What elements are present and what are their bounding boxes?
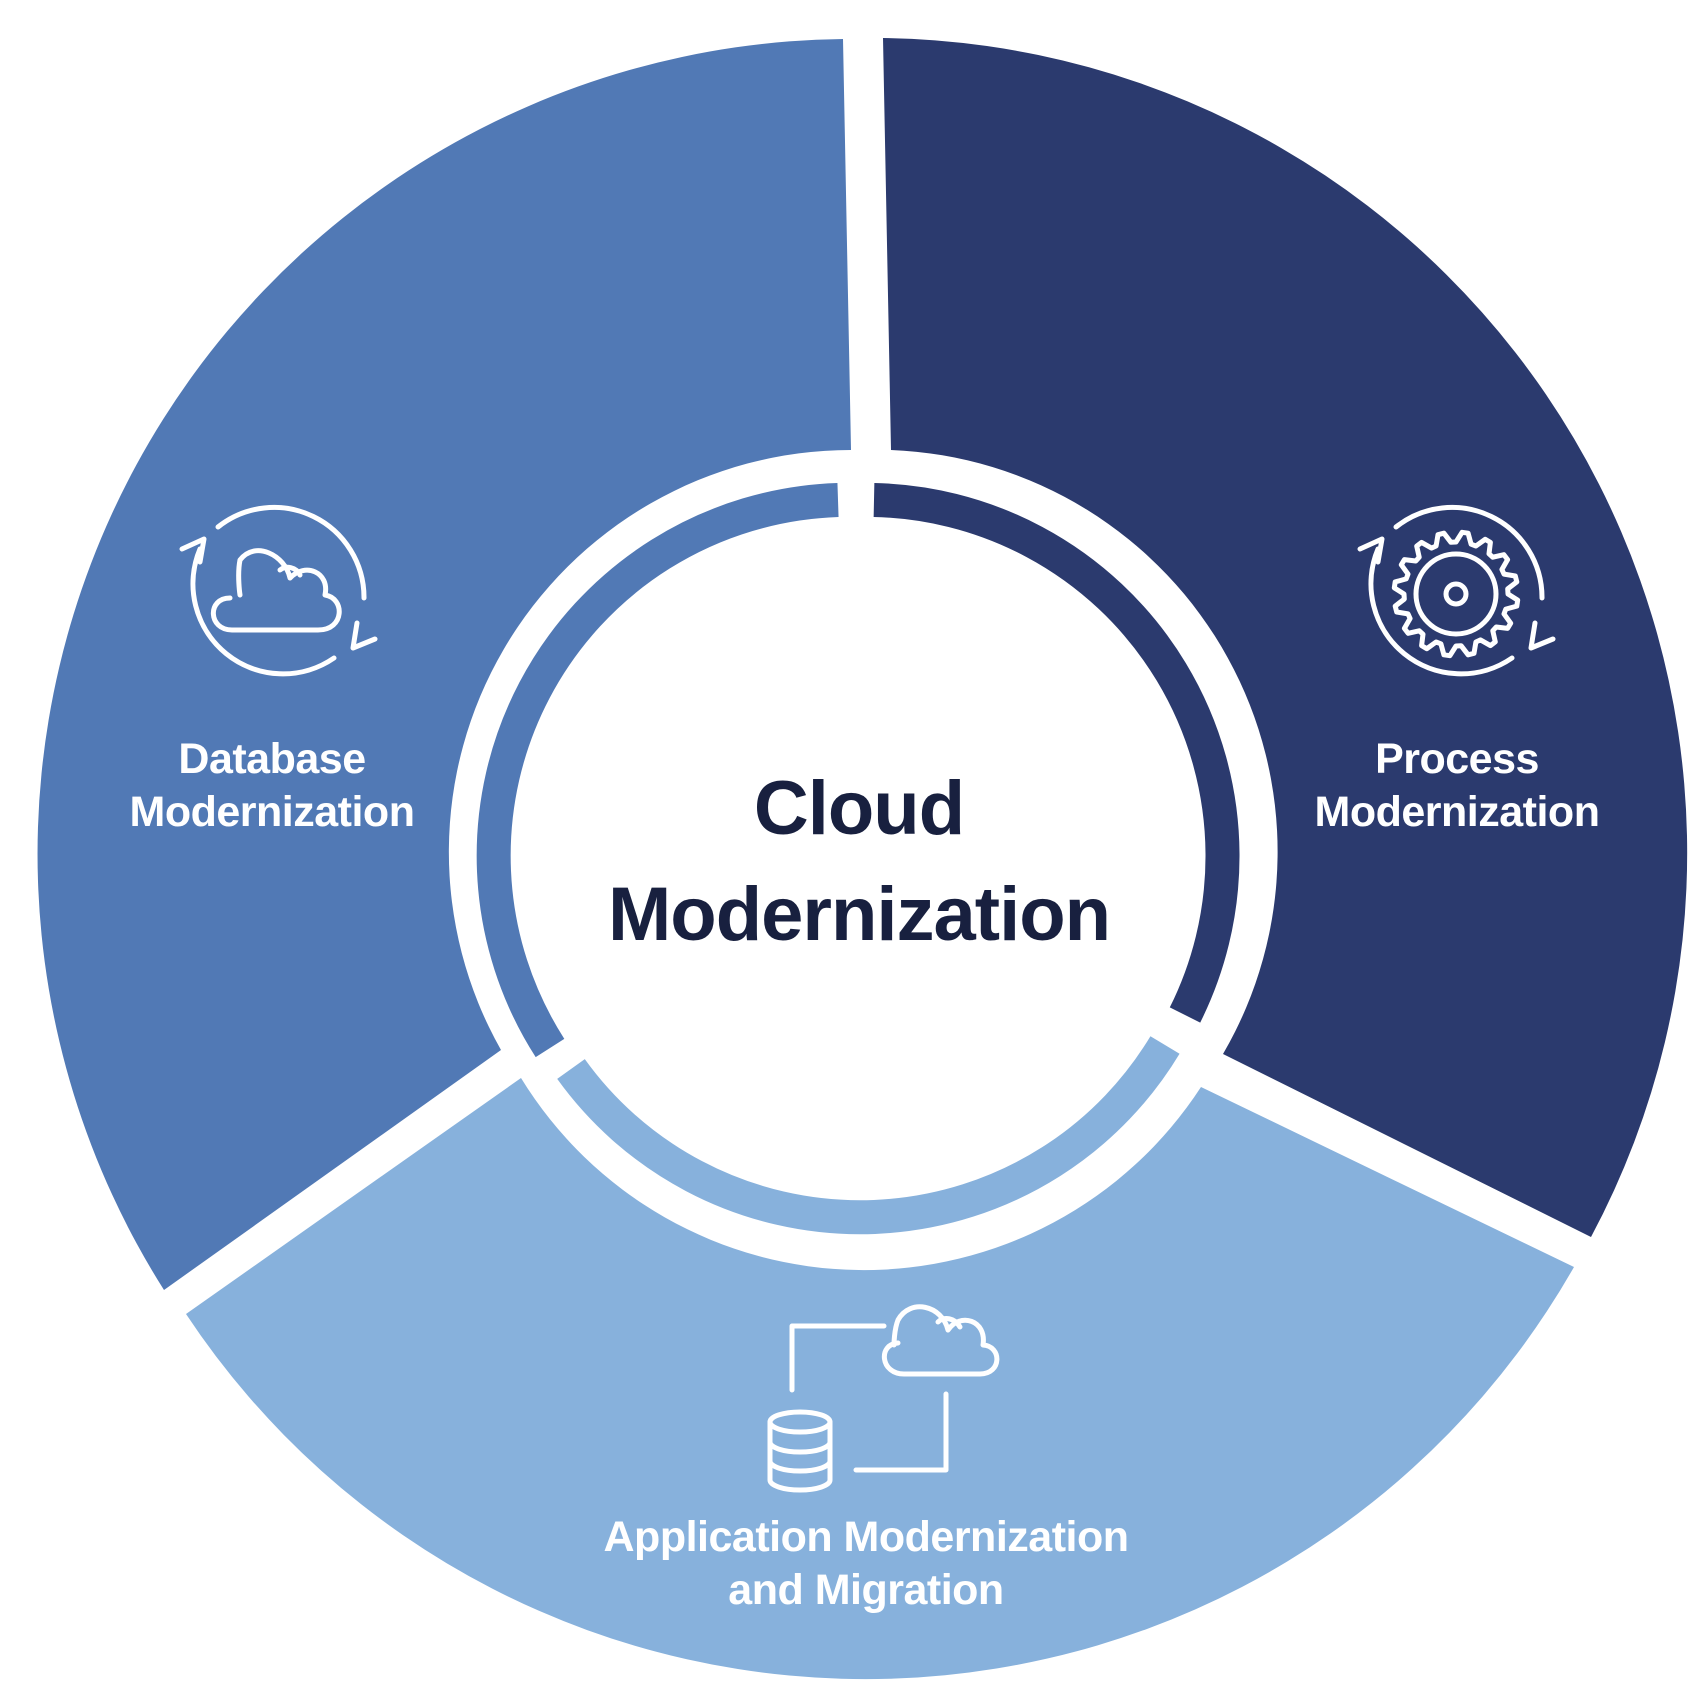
application-inner-arc [557,1036,1180,1235]
center-title: Cloud Modernization [607,756,1111,968]
gear-refresh-icon [1357,504,1556,677]
database-inner-arc [476,483,839,1058]
database-label-line2: Modernization [129,788,415,836]
application-label-line2: and Migration [728,1566,1004,1614]
process-modernization-segment [883,38,1688,1237]
application-modernization-segment [186,1078,1574,1680]
process-inner-arc [873,483,1240,1023]
database-to-cloud-icon [767,1304,1000,1493]
application-modernization-label: Application Modernization and Migration [604,1511,1129,1617]
process-label-line2: Modernization [1314,788,1600,836]
gear-teeth-outline [1391,529,1521,659]
database-label-line1: Database [178,735,366,783]
process-label-line1: Process [1375,735,1539,783]
process-modernization-label: Process Modernization [1315,733,1600,839]
database-modernization-label: Database Modernization [130,733,415,839]
center-title-line2: Modernization [607,872,1111,957]
cloud-refresh-icon [179,504,378,677]
database-modernization-segment [37,39,852,1290]
application-label-line1: Application Modernization [603,1513,1129,1561]
center-title-line1: Cloud [753,766,965,851]
